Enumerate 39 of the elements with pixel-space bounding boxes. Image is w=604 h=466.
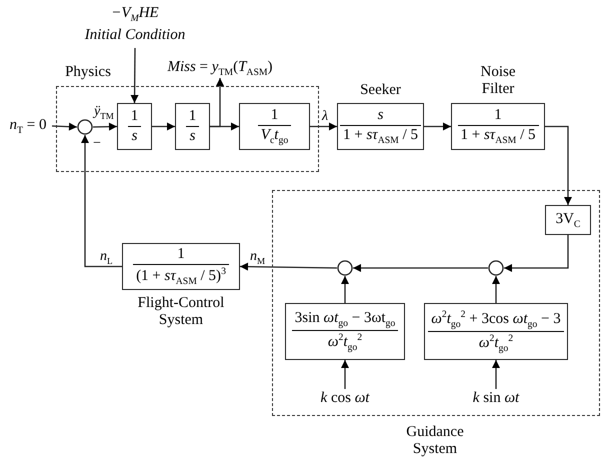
edge-label: n$_{L}$ — [100, 250, 113, 266]
arrow — [92, 122, 118, 131]
sign-label: − — [93, 137, 101, 151]
edge-label: λ — [322, 110, 328, 124]
arrow — [353, 264, 488, 272]
signal-label: Initial Condition — [84, 26, 186, 45]
arrow — [81, 135, 122, 268]
edge-label: ÿ$_{TM}$ — [94, 105, 114, 121]
arrow — [310, 122, 337, 130]
edge-label: n$_{M}$ — [250, 250, 266, 266]
formula: 1 s — [186, 108, 200, 146]
block-title: Guidance System — [405, 424, 465, 460]
arrow — [341, 360, 349, 389]
gain-text: 3V$_{C}$ — [556, 210, 580, 230]
formula: 1 (1 + sτ$_{ASM}$ / 5)$^{3}$ — [133, 246, 229, 288]
block-title: Noise Filter — [480, 64, 516, 100]
arrow — [152, 122, 175, 130]
signal-label: n$_{T}$ = 0 — [8, 116, 48, 136]
block-title: Physics — [64, 64, 112, 82]
arrow — [341, 276, 349, 303]
formula: s 1 + sτ$_{ASM}$ / 5 — [340, 106, 421, 146]
arrow — [492, 360, 500, 389]
formula: 1 s — [128, 108, 142, 146]
block-title: Flight-Control System — [136, 295, 226, 330]
arrow — [52, 122, 78, 131]
arrow — [424, 122, 451, 130]
arrow — [130, 48, 139, 103]
signal-label: Miss = y$_{TM}$(T$_{ASM}$) — [166, 58, 274, 78]
arrow — [240, 262, 338, 271]
formula: 1 1 + sτ$_{ASM}$ / 5 — [458, 106, 538, 146]
signal-label: k cos ωt — [320, 389, 371, 408]
block-title: Seeker — [359, 82, 402, 100]
arrow — [492, 276, 500, 303]
signal-label: −V$_{M}$HE — [110, 4, 160, 26]
arrow — [545, 126, 572, 205]
arrow — [504, 235, 569, 272]
signal-label: k sin ωt — [472, 389, 520, 408]
formula: 1 V$_{c}$t$_{go}$ — [258, 106, 292, 146]
arrow — [210, 78, 224, 128]
